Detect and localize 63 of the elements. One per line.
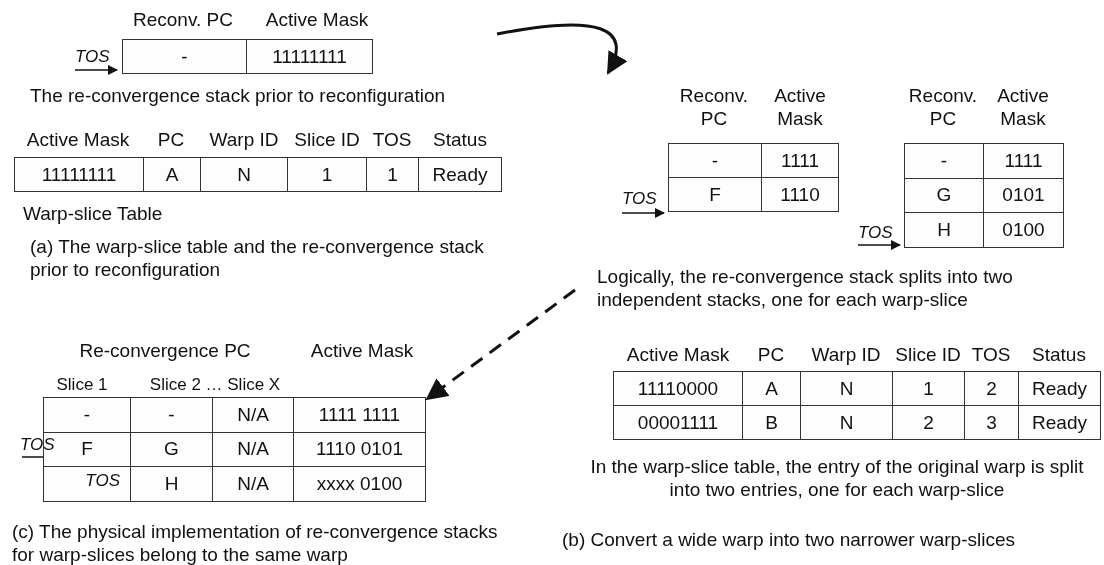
data-table bbox=[613, 371, 1100, 439]
column-header: Slice 1 bbox=[56, 374, 108, 396]
table-cell: H bbox=[904, 212, 984, 248]
column-header: Active Mask bbox=[265, 8, 369, 31]
table-cell: 0100 bbox=[983, 212, 1064, 248]
column-header: Reconv. PC bbox=[133, 8, 233, 31]
table-cell: Ready bbox=[1018, 405, 1101, 440]
column-header: Slice ID bbox=[895, 343, 961, 366]
tos-label: TOS bbox=[858, 222, 893, 244]
table-cell: - bbox=[904, 143, 984, 179]
table-caption: In the warp-slice table, the entry of the original warp is split into two entries, one for each warp-slice bbox=[589, 455, 1085, 501]
table-cell: 11110000 bbox=[613, 371, 743, 406]
data-table bbox=[904, 143, 1063, 247]
table-caption: Warp-slice Table bbox=[23, 202, 163, 225]
figure-caption: (a) The warp-slice table and the re-convergence stack prior to reconfiguration bbox=[30, 235, 485, 281]
table-cell: 00001111 bbox=[613, 405, 743, 440]
tos-label: TOS bbox=[622, 188, 657, 210]
table-cell: - bbox=[43, 397, 131, 433]
table-cell: - bbox=[122, 39, 247, 74]
table-cell: Ready bbox=[1018, 371, 1101, 406]
table-cell: Ready bbox=[418, 157, 502, 192]
table-cell: 1110 bbox=[761, 177, 839, 212]
column-header: Active Mask bbox=[996, 84, 1050, 130]
table-caption: The re-convergence stack prior to reconfiguration bbox=[30, 84, 446, 107]
curved-arrow bbox=[496, 23, 627, 75]
column-header: TOS bbox=[372, 128, 412, 151]
table-cell: 11111111 bbox=[14, 157, 144, 192]
data-table bbox=[668, 143, 838, 211]
column-header: TOS bbox=[971, 343, 1011, 366]
column-header: Status bbox=[1032, 343, 1086, 366]
data-table bbox=[14, 157, 501, 191]
column-header: Status bbox=[433, 128, 487, 151]
column-header: Reconv. PC bbox=[678, 84, 750, 130]
table-cell: 1111 bbox=[983, 143, 1064, 179]
column-header: Active Mask bbox=[26, 128, 130, 151]
table-cell: A bbox=[143, 157, 201, 192]
figure-caption: (b) Convert a wide warp into two narrower warp-slices bbox=[562, 528, 1016, 551]
table-cell: 1111 bbox=[761, 143, 839, 178]
table-cell: N bbox=[200, 157, 288, 192]
table-cell: TOS bbox=[43, 466, 131, 502]
table-cell: 1111 1111 bbox=[293, 397, 426, 433]
column-header: Slice 2 … Slice X bbox=[149, 374, 281, 396]
figure-caption: Logically, the re-convergence stack splits into two independent stacks, one for each warp-slice bbox=[597, 265, 1014, 311]
dashed-arrow bbox=[425, 288, 576, 401]
table-cell: - bbox=[668, 143, 762, 178]
table-cell: 1 bbox=[366, 157, 419, 192]
tos-label: TOS bbox=[75, 46, 110, 68]
table-cell: 1 bbox=[287, 157, 367, 192]
data-table bbox=[122, 39, 372, 73]
column-header: Slice ID bbox=[294, 128, 360, 151]
table-cell: xxxx 0100 bbox=[293, 466, 426, 502]
table-cell: 11111111 bbox=[246, 39, 373, 74]
figure-caption: (c) The physical implementation of re-convergence stacks for warp-slices belong to the same warp bbox=[12, 520, 499, 565]
column-header: PC bbox=[157, 128, 185, 151]
column-header: Active Mask bbox=[626, 343, 730, 366]
column-header: PC bbox=[757, 343, 785, 366]
column-header: Reconv. PC bbox=[907, 84, 979, 130]
column-header: Warp ID bbox=[209, 128, 279, 151]
column-header: Active Mask bbox=[310, 339, 414, 362]
column-header: Active Mask bbox=[773, 84, 827, 130]
table-cell: F bbox=[668, 177, 762, 212]
column-header: Warp ID bbox=[811, 343, 881, 366]
column-header: Re-convergence PC bbox=[79, 339, 251, 362]
